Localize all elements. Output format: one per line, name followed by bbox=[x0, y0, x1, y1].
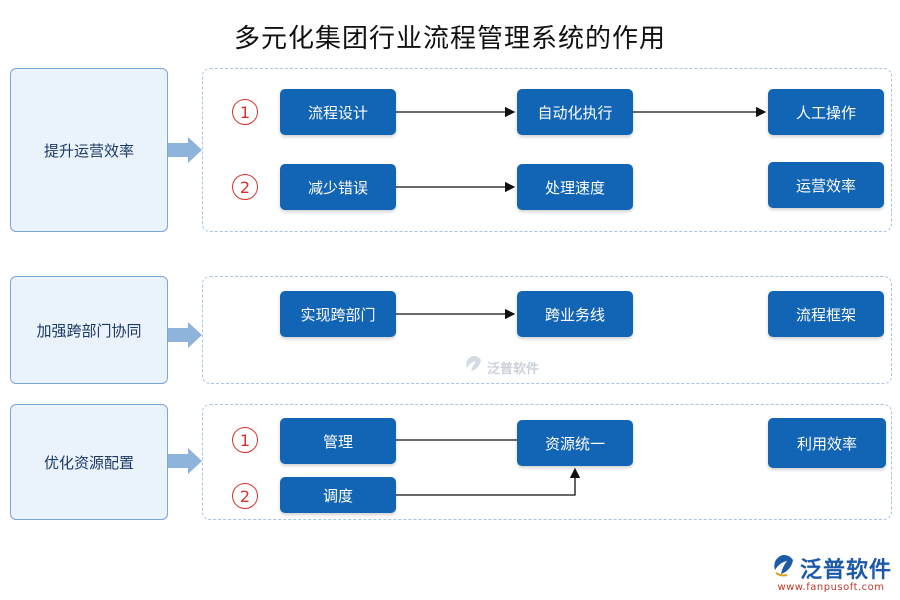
node-process-design: 流程设计 bbox=[280, 89, 396, 135]
node-cross-business-line: 跨业务线 bbox=[517, 291, 633, 337]
node-cross-department: 实现跨部门 bbox=[280, 291, 396, 337]
arrow-scheduling-to-resource bbox=[396, 467, 581, 496]
step-number-2: 2 bbox=[232, 483, 258, 509]
node-management: 管理 bbox=[280, 418, 396, 464]
section-panel-resources bbox=[202, 404, 892, 520]
step-number-1: 1 bbox=[232, 99, 258, 125]
node-manual-operation: 人工操作 bbox=[768, 89, 884, 135]
watermark-center: 泛普软件 bbox=[462, 354, 539, 380]
brand-watermark: 泛普软件 www.fanpusoft.com bbox=[770, 552, 892, 593]
node-scheduling: 调度 bbox=[280, 477, 396, 513]
section-panel-efficiency bbox=[202, 68, 892, 232]
block-arrow-collaboration bbox=[168, 322, 202, 348]
node-process-framework: 流程框架 bbox=[768, 291, 884, 337]
diagram-title: 多元化集团行业流程管理系统的作用 bbox=[233, 24, 666, 54]
fanpu-logo-icon bbox=[462, 354, 484, 380]
watermark-center-text: 泛普软件 bbox=[487, 361, 540, 377]
fanpu-brand-logo-icon bbox=[770, 553, 796, 583]
section-panel-collaboration bbox=[202, 276, 892, 384]
section-label-efficiency: 提升运营效率 bbox=[10, 68, 168, 232]
block-arrow-efficiency bbox=[168, 137, 202, 163]
node-automation: 自动化执行 bbox=[517, 89, 633, 135]
node-operating-efficiency: 运营效率 bbox=[768, 162, 884, 208]
brand-name: 泛普软件 bbox=[800, 558, 893, 583]
step-number-2: 2 bbox=[232, 174, 258, 200]
section-label-resources: 优化资源配置 bbox=[10, 404, 168, 520]
section-label-collaboration: 加强跨部门协同 bbox=[10, 276, 168, 384]
brand-url: www.fanpusoft.com bbox=[777, 582, 885, 593]
node-reduce-errors: 减少错误 bbox=[280, 164, 396, 210]
node-processing-speed: 处理速度 bbox=[517, 164, 633, 210]
node-resource-unification: 资源统一 bbox=[517, 420, 633, 466]
block-arrow-resources bbox=[168, 448, 202, 474]
step-number-1: 1 bbox=[232, 427, 258, 453]
node-utilization-efficiency: 利用效率 bbox=[768, 418, 886, 468]
